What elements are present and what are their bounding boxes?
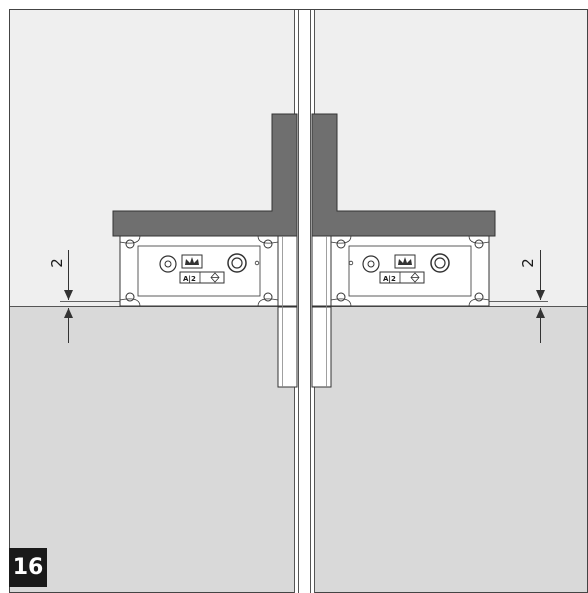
plate-label-left: A|2 <box>183 275 196 284</box>
lower-left-panel <box>10 307 294 592</box>
screw-hole-icon <box>263 239 273 249</box>
hinge-plate-right: A|2 <box>330 235 490 307</box>
center-gap <box>294 10 315 593</box>
arrow-up-icon <box>64 308 73 318</box>
dimension-left: 2 <box>48 250 120 343</box>
rotate-diamond-icon <box>410 272 420 283</box>
hinge-plate-left: A|2 <box>119 235 279 307</box>
screw-hole-icon <box>125 239 135 249</box>
dimension-right: 2 <box>489 250 548 343</box>
screw-hole-icon <box>263 292 273 302</box>
arrow-down-icon <box>64 290 73 300</box>
screw-hole-icon <box>474 292 484 302</box>
dimension-value-left: 2 <box>48 258 66 268</box>
adjust-nut-icon <box>227 253 247 273</box>
rotate-diamond-icon <box>210 272 220 283</box>
hinge-knuckle-left-lower <box>277 306 298 388</box>
dimension-value-right: 2 <box>519 258 537 268</box>
screw-hole-icon <box>474 239 484 249</box>
arrow-up-icon <box>536 308 545 318</box>
adjust-screw-icon <box>362 255 380 273</box>
arrow-down-icon <box>536 290 545 300</box>
screw-hole-icon <box>336 292 346 302</box>
screw-hole-icon <box>125 292 135 302</box>
adjust-nut-icon <box>430 253 450 273</box>
lower-right-panel <box>315 307 587 592</box>
frame-bar-left <box>112 113 298 237</box>
hinge-knuckle-right-lower <box>311 306 332 388</box>
hinge-knuckle-right-upper <box>311 235 332 307</box>
hinge-knuckle-left-upper <box>277 235 298 307</box>
plate-label-right: A|2 <box>383 275 396 284</box>
adjust-screw-icon <box>159 255 177 273</box>
screw-hole-icon <box>336 239 346 249</box>
step-number-badge: 16 <box>9 548 47 587</box>
